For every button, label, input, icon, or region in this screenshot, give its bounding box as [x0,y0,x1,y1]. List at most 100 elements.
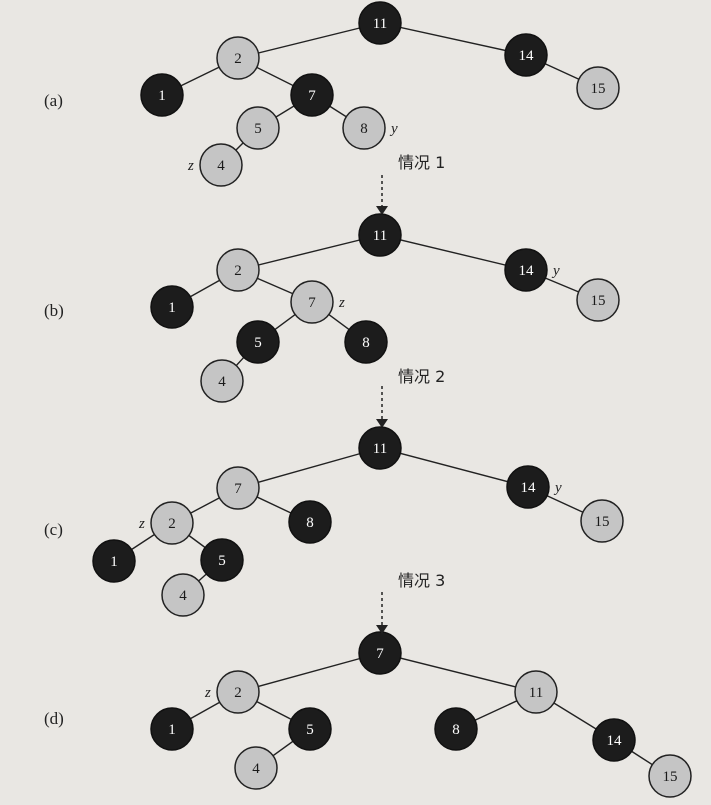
node-key: 1 [158,88,166,104]
node-circle [216,466,260,510]
node-circle [342,106,386,150]
node-key: 14 [519,263,535,279]
node-7-black: 7 [358,631,402,675]
node-key: 14 [521,480,537,496]
node-1-black: 1 [140,73,184,117]
node-14-black: 14 [504,33,548,77]
node-key: 14 [607,733,623,749]
node-circle [358,213,402,257]
panel-label: (d) [44,709,64,728]
node-circle [434,707,478,751]
node-circle [236,320,280,364]
node-key: 5 [218,553,226,569]
node-key: 5 [254,335,262,351]
node-circle [161,573,205,617]
arrow-head-icon [376,625,388,634]
tree-edge [237,22,381,59]
node-key: 8 [306,515,314,531]
node-11-black: 11 [358,1,402,45]
node-15-red: 15 [580,499,624,543]
node-circle [506,465,550,509]
node-14-black: 14 [592,718,636,762]
node-key: 11 [373,16,387,32]
node-key: 2 [234,51,242,67]
node-circle [200,359,244,403]
tree-edge [379,447,529,488]
tree-edge [237,234,381,271]
pointer-label-z: z [187,158,194,174]
node-circle [290,280,334,324]
case-label: 情况 2 [398,367,445,386]
node-circle [92,539,136,583]
node-8-black: 8 [434,707,478,751]
node-4-red: 4 [199,143,243,187]
node-key: 15 [591,81,606,97]
node-11-red: 11 [514,670,558,714]
node-circle [358,426,402,470]
node-15-red: 15 [648,754,692,798]
node-key: 1 [110,554,118,570]
transition-arrow: 情况 3 [376,571,445,634]
node-key: 15 [663,769,678,785]
pointer-label-z: z [204,685,211,701]
node-2-red: 2 [150,501,194,545]
node-key: 15 [591,293,606,309]
node-4-red: 4 [234,746,278,790]
node-key: 7 [234,481,242,497]
node-key: 5 [254,121,262,137]
node-5-black: 5 [236,320,280,364]
node-8-black: 8 [344,320,388,364]
node-1-black: 1 [150,707,194,751]
node-circle [504,248,548,292]
node-circle [358,1,402,45]
node-14-black: 14 [506,465,550,509]
pointer-label-y: y [551,263,560,279]
node-circle [150,285,194,329]
node-5-black: 5 [200,538,244,582]
tree-edge [379,652,537,693]
node-circle [648,754,692,798]
node-circle [140,73,184,117]
case-label: 情况 3 [398,571,445,590]
node-11-black: 11 [358,426,402,470]
node-key: 14 [519,48,535,64]
node-1-black: 1 [92,539,136,583]
node-circle [199,143,243,187]
node-15-red: 15 [576,278,620,322]
labels-layer: zy(a)zy(b)zy(c)z(d)情况 1情况 2情况 3 [44,91,562,728]
node-key: 7 [376,646,384,662]
node-11-black: 11 [358,213,402,257]
node-key: 7 [308,88,316,104]
node-circle [150,501,194,545]
node-circle [216,248,260,292]
panel-label: (c) [44,520,63,539]
tree-edge [237,652,381,693]
node-key: 1 [168,722,176,738]
node-2-red: 2 [216,36,260,80]
node-circle [358,631,402,675]
node-15-red: 15 [576,66,620,110]
node-key: 11 [529,685,543,701]
node-7-red: 7 [290,280,334,324]
node-4-red: 4 [200,359,244,403]
node-circle [150,707,194,751]
node-key: 8 [360,121,368,137]
node-key: 7 [308,295,316,311]
node-circle [576,278,620,322]
node-circle [288,500,332,544]
node-key: 2 [168,516,176,532]
node-circle [514,670,558,714]
node-key: 1 [168,300,176,316]
node-2-red: 2 [216,670,260,714]
node-key: 8 [452,722,460,738]
node-1-black: 1 [150,285,194,329]
tree-edge [379,22,527,56]
node-key: 4 [252,761,260,777]
node-circle [234,746,278,790]
node-circle [236,106,280,150]
pointer-label-y: y [553,480,562,496]
node-key: 4 [217,158,225,174]
node-key: 15 [595,514,610,530]
